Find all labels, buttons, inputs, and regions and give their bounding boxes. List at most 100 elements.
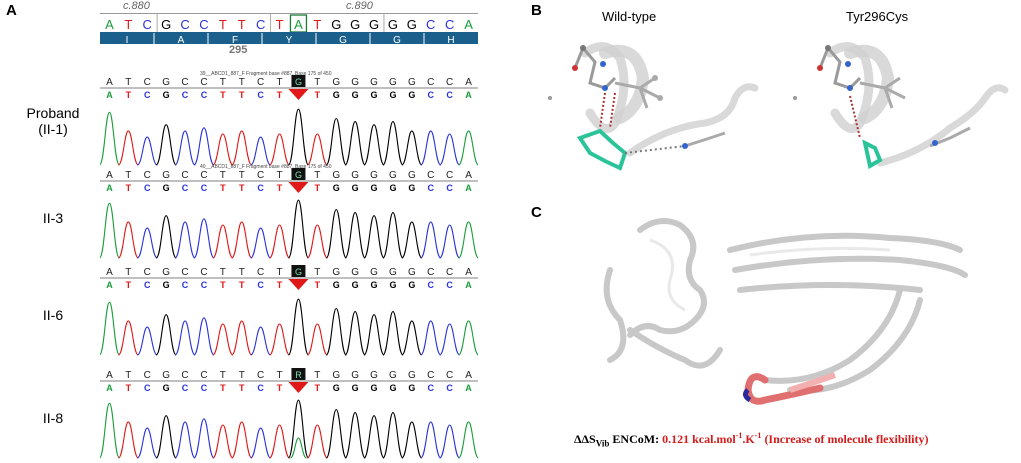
ref-base: T <box>313 17 321 32</box>
called-base: T <box>315 280 321 290</box>
called-base: T <box>126 280 132 290</box>
amino-acid: F <box>232 35 238 45</box>
peak <box>155 314 177 356</box>
peak <box>231 320 253 356</box>
called-base: A <box>465 183 472 193</box>
panel-b-letter: B <box>531 2 542 19</box>
peak <box>269 323 291 356</box>
seq-base: C <box>257 170 264 181</box>
peak <box>231 130 253 166</box>
variant-marker <box>288 382 309 393</box>
seq-base: T <box>125 370 131 381</box>
called-base: G <box>333 280 340 290</box>
peak <box>325 117 347 166</box>
variant-marker <box>288 279 309 290</box>
seq-base: C <box>200 170 207 181</box>
called-base: G <box>371 90 378 100</box>
peak <box>306 424 328 459</box>
peak <box>439 133 461 166</box>
called-base: C <box>182 183 189 193</box>
seq-base: T <box>125 77 131 88</box>
seq-base: G <box>332 370 340 381</box>
called-base: C <box>428 90 435 100</box>
seq-base: C <box>257 77 264 88</box>
seq-base: T <box>239 170 245 181</box>
ref-base: C <box>256 17 265 32</box>
peak <box>382 212 404 259</box>
called-base: G <box>163 280 170 290</box>
peak <box>420 221 442 259</box>
called-base: T <box>220 90 226 100</box>
called-base: C <box>428 383 435 393</box>
peak <box>250 326 271 356</box>
called-base: G <box>163 90 170 100</box>
peak <box>344 412 366 459</box>
called-base: C <box>446 280 453 290</box>
amino-acid: G <box>339 35 347 45</box>
ref-base: A <box>105 17 114 32</box>
ref-base: G <box>407 17 417 32</box>
peak <box>439 323 461 356</box>
called-base: C <box>182 90 189 100</box>
seq-base: C <box>181 77 188 88</box>
called-base: C <box>257 90 264 100</box>
peak <box>269 224 291 259</box>
sample-label: II-3 <box>42 210 64 226</box>
peak <box>420 130 442 166</box>
called-base: T <box>126 383 132 393</box>
seq-base: G <box>162 267 170 278</box>
peak <box>117 221 139 259</box>
ref-base: T <box>219 17 227 32</box>
seq-base: G <box>162 370 170 381</box>
seq-base: A <box>106 267 113 278</box>
seq-base: C <box>427 77 434 88</box>
called-base: G <box>333 90 340 100</box>
variant-marker <box>288 89 309 100</box>
peak <box>117 320 139 356</box>
peak <box>287 298 309 356</box>
seq-base: G <box>351 267 359 278</box>
called-base: T <box>239 383 245 393</box>
seq-base: G <box>408 170 416 181</box>
called-base: T <box>277 383 283 393</box>
called-base: A <box>106 183 113 193</box>
peak <box>344 311 366 356</box>
seq-base: T <box>314 77 320 88</box>
peak <box>363 415 385 459</box>
called-base: T <box>315 183 321 193</box>
seq-base: G <box>332 77 340 88</box>
peak <box>100 111 120 166</box>
called-base: G <box>408 183 415 193</box>
peak <box>287 399 309 459</box>
seq-base: C <box>446 370 453 381</box>
amino-acid: G <box>393 35 401 45</box>
ref-base: G <box>369 17 379 32</box>
entropy-caption: ΔΔSVib ENCoM: 0.121 kcal.mol-1.K-1 (Incr… <box>574 431 929 448</box>
wildtype-structure <box>548 42 759 171</box>
seq-base: A <box>106 77 113 88</box>
seq-base: A <box>106 370 113 381</box>
called-base: C <box>257 383 264 393</box>
wildtype-label: Wild-type <box>602 9 657 24</box>
ref-base: C <box>426 17 435 32</box>
peak <box>136 427 158 459</box>
peak <box>212 224 234 259</box>
seq-base: G <box>332 267 340 278</box>
peak <box>382 121 404 166</box>
called-base: A <box>106 280 113 290</box>
called-base: C <box>201 90 208 100</box>
trace-header: 39__ABCD1_887_F Fragment base #887, Base… <box>200 71 332 77</box>
seq-base: C <box>446 77 453 88</box>
called-base: T <box>239 183 245 193</box>
ref-base: C <box>180 17 189 32</box>
peak <box>458 421 478 459</box>
peak <box>420 421 442 459</box>
seq-base: T <box>314 370 320 381</box>
seq-base: G <box>370 77 378 88</box>
caption-method: ENCoM: <box>609 432 663 446</box>
called-base: C <box>182 280 189 290</box>
peak <box>193 418 215 459</box>
